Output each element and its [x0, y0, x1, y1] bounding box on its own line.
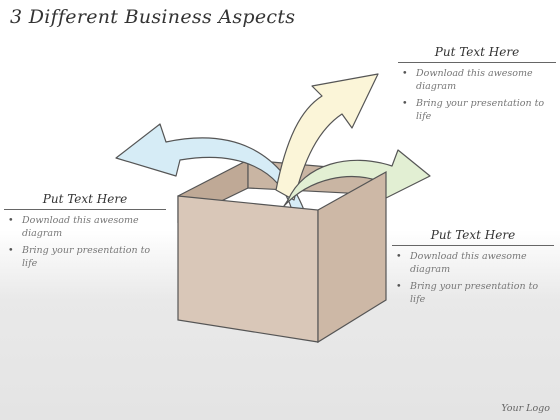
box-front-face	[177, 195, 319, 343]
panel-heading: Put Text Here	[398, 45, 556, 63]
bullet-list: Download this awesome diagram Bring your…	[4, 214, 166, 270]
box-right-face	[317, 170, 387, 344]
bullet-item: Download this awesome diagram	[392, 250, 554, 276]
text-panel-bottom-right: Put Text Here Download this awesome diag…	[392, 228, 554, 310]
arrow-blue	[115, 123, 305, 211]
text-panel-top-right: Put Text Here Download this awesome diag…	[398, 45, 556, 127]
panel-heading: Put Text Here	[392, 228, 554, 246]
logo-text: Your Logo	[501, 403, 550, 414]
bullet-item: Bring your presentation to life	[392, 280, 554, 306]
bullet-item: Bring your presentation to life	[4, 244, 166, 270]
panel-heading: Put Text Here	[4, 192, 166, 210]
bullet-item: Download this awesome diagram	[4, 214, 166, 240]
page-title: 3 Different Business Aspects	[10, 6, 296, 28]
text-panel-left: Put Text Here Download this awesome diag…	[4, 192, 166, 274]
bullet-item: Download this awesome diagram	[398, 67, 556, 93]
bullet-list: Download this awesome diagram Bring your…	[392, 250, 554, 306]
bullet-item: Bring your presentation to life	[398, 97, 556, 123]
arrow-yellow	[275, 73, 379, 201]
bullet-list: Download this awesome diagram Bring your…	[398, 67, 556, 123]
arrow-green	[283, 149, 431, 207]
